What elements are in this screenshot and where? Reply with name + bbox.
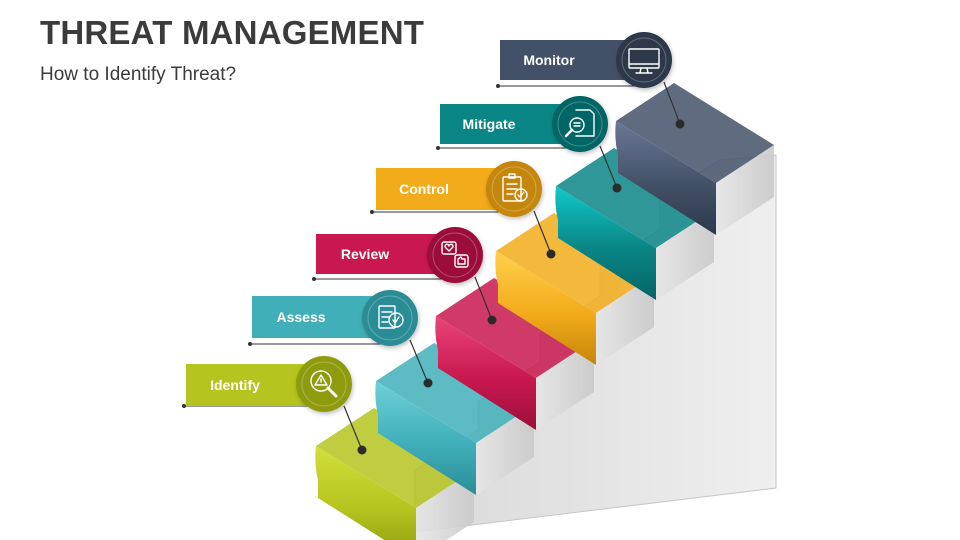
label-text-mitigate: Mitigate [463,116,516,132]
step-review-side [536,340,594,430]
underline-dot-identify [182,404,186,408]
step-mitigate [555,148,714,300]
clipboard-check-icon [362,290,418,346]
connector-dot-monitor [675,119,685,129]
connector-mitigate [599,145,618,189]
page-title: THREAT MANAGEMENT [40,14,425,51]
step-mitigate-riser [555,186,656,300]
step-mitigate-side [656,210,714,300]
connector-dot-mitigate [612,183,622,193]
label-text-review: Review [341,246,389,262]
connector-dot-identify [357,445,367,455]
connector-review [474,276,493,321]
label-text-monitor: Monitor [523,52,575,68]
label-banner-monitor [500,40,626,80]
connector-dot-control [546,249,556,259]
step-review-tread [436,278,594,378]
connector-dot-review [487,315,497,325]
label-text-assess: Assess [276,309,325,325]
step-monitor-tread [616,83,774,183]
underline-dot-control [370,210,374,214]
label-banner-control [376,168,500,210]
step-assess-tread [376,343,534,443]
step-control-tread [496,213,654,313]
document-search-icon [552,96,608,152]
underline-dot-review [312,277,316,281]
magnifier-warning-icon [296,356,352,412]
label-banner-assess [252,296,378,338]
step-review-riser [435,316,536,430]
label-banner-mitigate [440,104,566,144]
page-subtitle: How to Identify Threat? [40,64,237,85]
underline-dot-monitor [496,84,500,88]
underline-dot-mitigate [436,146,440,150]
label-text-identify: Identify [210,377,260,393]
step-control-riser [495,251,596,365]
connector-assess [409,339,429,384]
step-mitigate-tread [556,148,714,248]
step-assess-side [476,405,534,495]
connector-control [533,210,552,255]
step-control-side [596,275,654,365]
connector-monitor [663,81,681,125]
monitor-icon [616,32,672,88]
step-review [435,278,594,430]
label-banner-review [316,234,442,274]
step-identify-side [416,470,474,540]
label-banner-identify [186,364,312,406]
chat-heart-thumb-icon [427,227,483,283]
step-control [495,213,654,365]
checklist-icon [486,161,542,217]
step-monitor [615,83,774,235]
step-monitor-riser [615,121,716,235]
label-text-control: Control [399,181,449,197]
underline-dot-assess [248,342,252,346]
step-assess-riser [375,381,476,495]
connector-identify [343,405,363,451]
step-monitor-side [716,145,774,235]
step-identify-riser [315,446,416,540]
step-assess [375,343,534,495]
connector-dot-assess [423,378,433,388]
